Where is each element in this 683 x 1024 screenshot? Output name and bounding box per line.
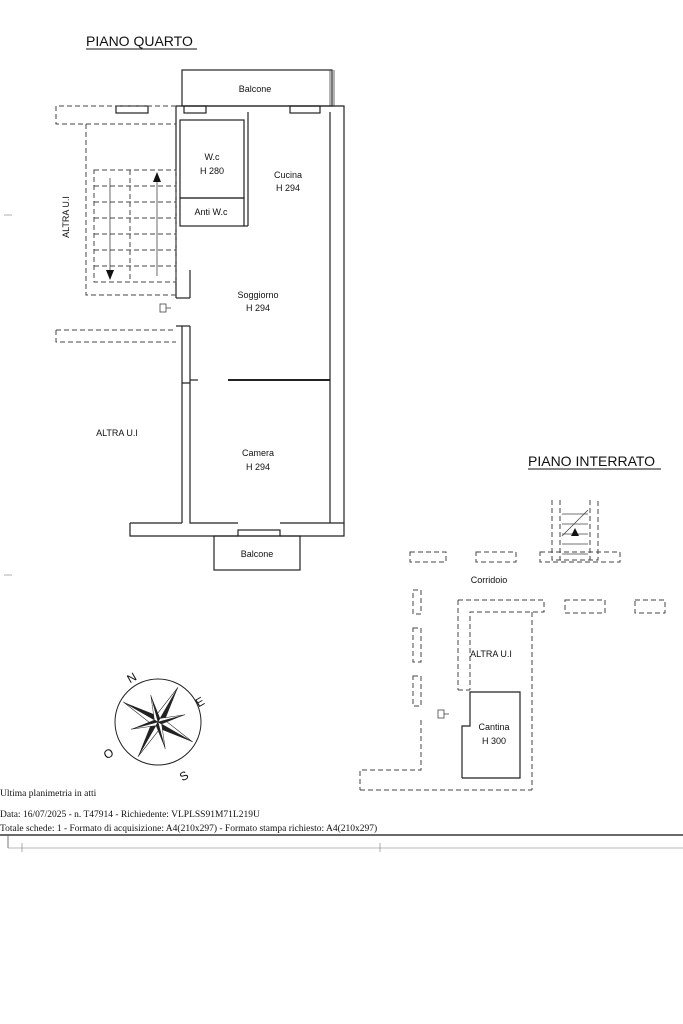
compass-rose-icon: N E S O [101,670,207,784]
label-altra-ui-left: ALTRA U.I [96,428,138,438]
compass-north-label: N [125,670,140,686]
label-soggiorno-height: H 294 [246,303,270,313]
compass-south-label: S [177,768,191,784]
label-cucina-height: H 294 [276,183,300,193]
basement-plan [359,500,666,791]
entrance-symbol-icon [159,303,171,313]
label-balcone-top: Balcone [239,84,272,94]
compass-east-label: E [193,694,207,710]
footer-line-3: Totale schede: 1 - Formato di acquisizio… [0,824,378,834]
label-cantina: Cantina [478,722,509,732]
label-anti-wc: Anti W.c [194,207,228,217]
label-wc: W.c [205,152,220,162]
footer-line-1: Ultima planimetria in atti [0,789,97,799]
label-altra-ui-basement: ALTRA U.I [470,649,512,659]
label-balcone-bottom: Balcone [241,549,274,559]
label-altra-ui-vertical: ALTRA U.I [61,196,71,238]
compass-west-label: O [101,745,116,762]
footer-line-2: Data: 16/07/2025 - n. T47914 - Richieden… [0,810,260,820]
label-camera-height: H 294 [246,462,270,472]
heading-piano-interrato: PIANO INTERRATO [528,453,655,469]
label-soggiorno: Soggiorno [237,290,278,300]
label-camera: Camera [242,448,274,458]
label-cucina: Cucina [274,170,302,180]
label-corridoio: Corridoio [471,575,508,585]
label-cantina-height: H 300 [482,736,506,746]
heading-piano-quarto: PIANO QUARTO [86,33,193,49]
label-wc-height: H 280 [200,166,224,176]
upper-floor-plan [55,69,345,571]
basement-entrance-symbol-icon [437,709,449,719]
